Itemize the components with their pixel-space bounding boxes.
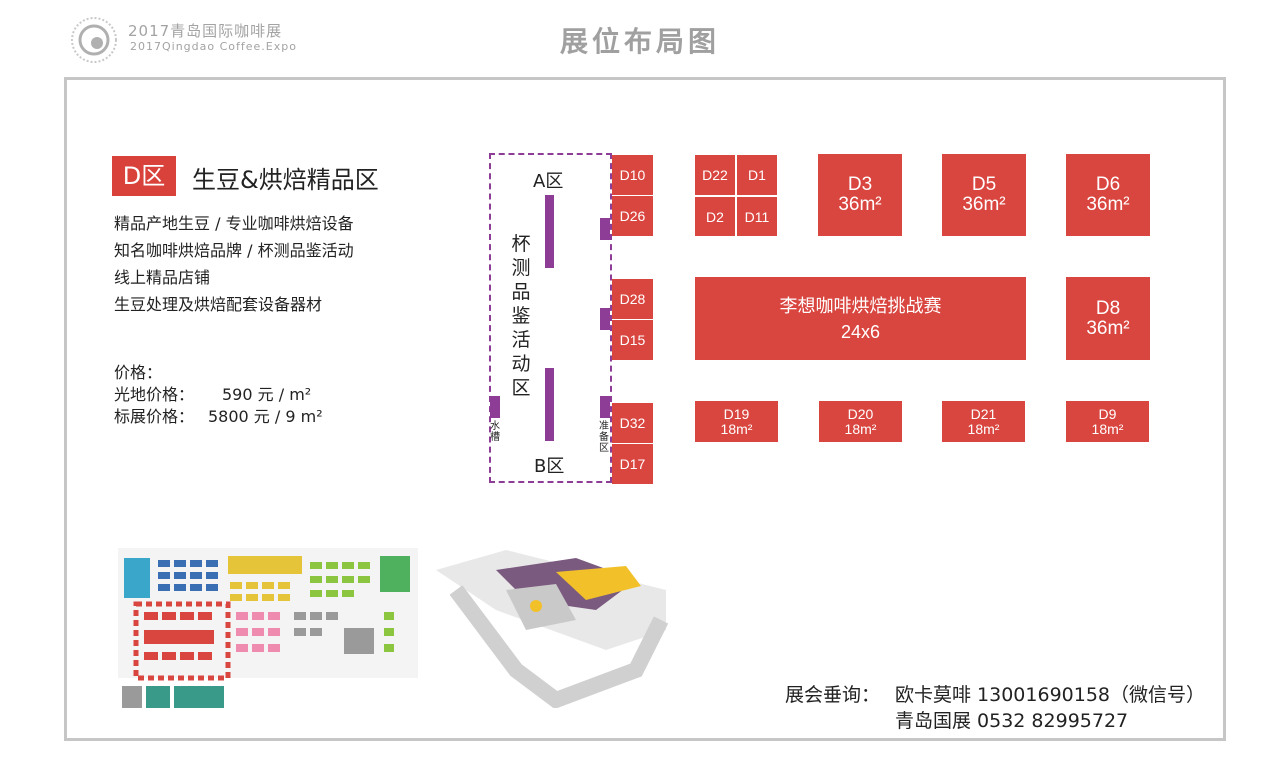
cupping-table [545, 195, 554, 268]
contact-label: 展会垂询： [785, 684, 881, 706]
logo-subtitle: 2017Qingdao Coffee.Expo [130, 40, 297, 53]
booth-d8: D8 36m² [1066, 277, 1150, 360]
booth-name: D21 [970, 405, 997, 422]
contact-row: 青岛国展 0532 82995727 [785, 708, 1205, 734]
booth-d22: D22 [695, 155, 735, 195]
booth-d11: D11 [737, 197, 777, 236]
cupping-table [545, 368, 554, 441]
price-row-standard: 标展价格： 5800 元 / 9 m² [114, 406, 323, 428]
feature-item: 线上精品店铺 [114, 268, 211, 287]
booth-name: D19 [723, 405, 750, 422]
booth-size: 18m² [967, 420, 1000, 437]
price-heading: 价格： [114, 363, 163, 382]
contact-info: 展会垂询： 欧卡莫啡 13001690158（微信号） 青岛国展 0532 82… [785, 682, 1205, 734]
price-value: 590 元 / m² [222, 385, 312, 404]
logo-title: 2017青岛国际咖啡展 [128, 22, 283, 40]
booth-d20: D20 18m² [819, 401, 902, 442]
zone-badge: D区 [112, 156, 176, 196]
booth-name: D3 [847, 174, 873, 195]
booth-name: D9 [1098, 405, 1117, 422]
booth-name: D5 [971, 174, 997, 195]
booth-name: D6 [1095, 174, 1121, 195]
booth-roasting-challenge: 李想咖啡烘焙挑战赛 24x6 [695, 277, 1026, 360]
price-value: 5800 元 / 9 m² [208, 407, 323, 426]
zone-b-label: B区 [534, 456, 565, 477]
booth-name: D20 [847, 405, 874, 422]
price-label: 标展价格： [114, 407, 195, 426]
booth-d6: D6 36m² [1066, 154, 1150, 236]
prep-area-label: 准备区 [599, 421, 609, 454]
booth-size: 18m² [1091, 420, 1124, 437]
booth-name: D8 [1095, 297, 1121, 319]
booth-d3: D3 36m² [818, 154, 902, 236]
booth-size: 18m² [844, 420, 877, 437]
feature-list: 精品产地生豆 / 专业咖啡烘焙设备 知名咖啡烘焙品牌 / 杯测品鉴活动 线上精品… [114, 210, 354, 318]
feature-item: 精品产地生豆 / 专业咖啡烘焙设备 [114, 214, 354, 233]
booth-size: 36m² [1086, 194, 1130, 215]
booth-d26: D26 [612, 196, 653, 236]
feature-item: 生豆处理及烘焙配套设备器材 [114, 295, 323, 314]
cupping-zone [489, 153, 612, 483]
expo-logo-icon [71, 17, 117, 63]
zone-title: 生豆&烘焙精品区 [192, 166, 379, 194]
sink-label: 水槽 [490, 421, 500, 443]
prep-marker [600, 218, 610, 240]
booth-d21: D21 18m² [942, 401, 1025, 442]
layout-frame [64, 77, 1226, 741]
booth-size: 36m² [962, 194, 1006, 215]
booth-d28: D28 [612, 279, 653, 319]
contact-line: 青岛国展 0532 82995727 [895, 710, 1129, 732]
booth-d19: D19 18m² [695, 401, 778, 442]
booth-d17: D17 [612, 444, 653, 484]
booth-size: 24x6 [840, 321, 881, 342]
booth-d2: D2 [695, 197, 735, 236]
booth-d1: D1 [737, 155, 777, 195]
price-block: 价格： 光地价格： 590 元 / m² 标展价格： 5800 元 / 9 m² [114, 362, 323, 428]
price-label: 光地价格： [114, 385, 195, 404]
booth-d10: D10 [612, 155, 653, 195]
booth-size: 36m² [838, 194, 882, 215]
prep-marker [600, 308, 610, 330]
zone-a-label: A区 [533, 171, 564, 192]
booth-d15: D15 [612, 320, 653, 360]
feature-item: 知名咖啡烘焙品牌 / 杯测品鉴活动 [114, 241, 354, 260]
hall-overview-thumbnail [118, 548, 418, 708]
booth-size: 36m² [1086, 317, 1130, 339]
booth-name: 李想咖啡烘焙挑战赛 [779, 295, 942, 316]
contact-row: 展会垂询： 欧卡莫啡 13001690158（微信号） [785, 682, 1205, 708]
page-title: 展位布局图 [559, 25, 720, 58]
booth-d5: D5 36m² [942, 154, 1026, 236]
sink-marker [490, 396, 500, 418]
booth-size: 18m² [720, 420, 753, 437]
cupping-zone-name: 杯测品鉴活动区 [511, 233, 531, 399]
booth-d32: D32 [612, 403, 653, 443]
price-row-floor: 光地价格： 590 元 / m² [114, 384, 323, 406]
contact-spacer [785, 708, 895, 734]
contact-line: 欧卡莫啡 13001690158（微信号） [895, 684, 1206, 706]
booth-d9: D9 18m² [1066, 401, 1149, 442]
venue-3d-thumbnail [436, 550, 668, 708]
prep-marker [600, 396, 610, 418]
